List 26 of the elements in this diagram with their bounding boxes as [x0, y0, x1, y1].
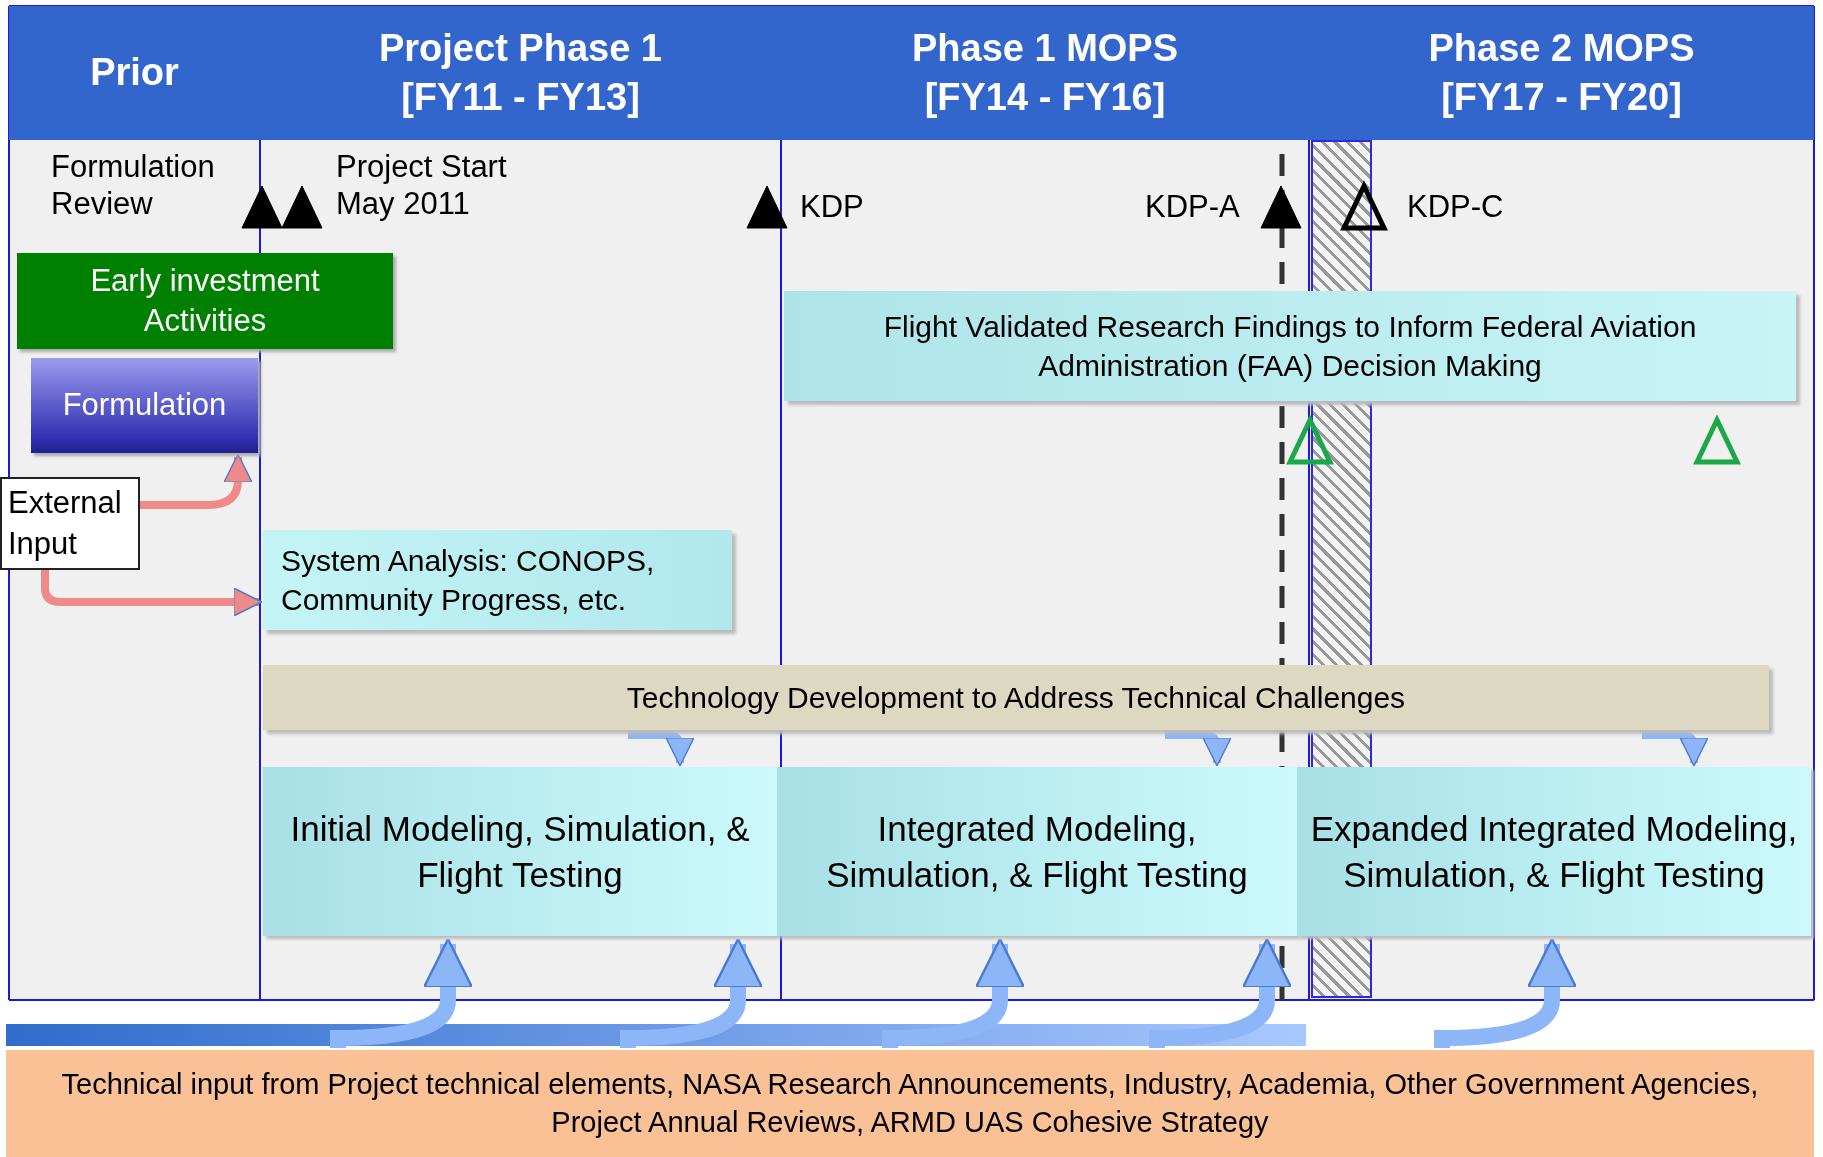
activity-box: Initial Modeling, Simulation, & Flight Testing	[263, 767, 777, 936]
activity-box: System Analysis: CONOPS, Community Progress, etc.	[263, 530, 732, 630]
activity-box: Early investment Activities	[17, 253, 393, 349]
arrow	[1149, 938, 1293, 1048]
arrow	[882, 938, 1026, 1048]
arrow	[330, 938, 474, 1048]
activity-box: Technical input from Project technical elements, NASA Research Announcements, Industry, Academia, Other Government Agencies, Project Annual Reviews, ARMD UAS Cohesive Strategy	[6, 1050, 1814, 1157]
activity-box: Integrated Modeling, Simulation, & Flight Testing	[777, 767, 1297, 936]
arrow	[140, 453, 253, 509]
column-header: Phase 2 MOPS [FY17 - FY20]	[1309, 6, 1814, 140]
arrow	[1434, 938, 1578, 1048]
arrow	[620, 938, 764, 1048]
milestone-label: KDP-A	[1145, 188, 1241, 226]
activity-box: Flight Validated Research Findings to Inform Federal Aviation Administration (FAA) Decision Making	[784, 291, 1796, 401]
column-header: Phase 1 MOPS [FY14 - FY16]	[781, 6, 1309, 140]
column-header: Prior	[9, 6, 260, 140]
milestone-label: Project Start May 2011	[336, 148, 508, 223]
milestone-label: Formulation Review	[51, 148, 216, 223]
activity-box: External Input	[0, 477, 140, 570]
milestone-label: KDP-C	[1407, 188, 1505, 226]
milestone-label: KDP	[800, 188, 865, 226]
activity-box: Technology Development to Address Technical Challenges	[263, 665, 1769, 730]
activity-box: Formulation	[31, 358, 258, 453]
activity-box: Expanded Integrated Modeling, Simulation, & Flight Testing	[1297, 767, 1811, 936]
column-header: Project Phase 1 [FY11 - FY13]	[260, 6, 781, 140]
arrow	[41, 570, 263, 617]
